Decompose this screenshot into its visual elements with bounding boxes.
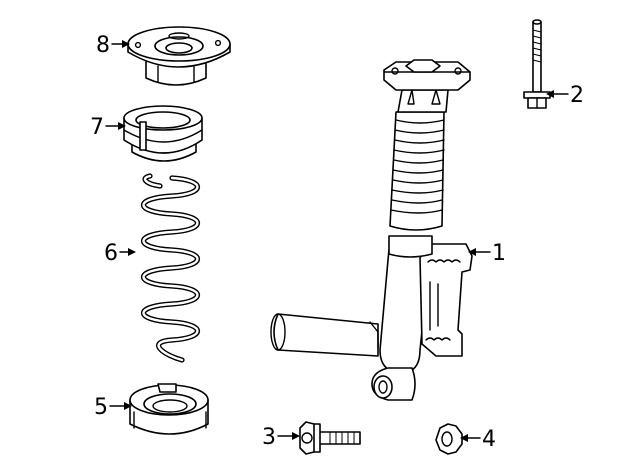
- upper-bolt-part: [523, 19, 551, 109]
- callout-4: 4: [460, 427, 496, 452]
- callout-number: 7: [90, 115, 104, 140]
- callout-6: 6: [104, 241, 136, 266]
- callout-8: 8: [96, 33, 130, 58]
- lower-spring-seat-part: [129, 383, 209, 435]
- callout-number: 4: [482, 427, 496, 452]
- upper-mount-part: [127, 26, 231, 86]
- callout-number: 8: [96, 33, 110, 58]
- lower-bolt-part: [299, 421, 361, 455]
- callout-3: 3: [262, 425, 300, 450]
- callout-1: 1: [468, 241, 506, 266]
- shock-absorber-part: [270, 59, 473, 401]
- nut-part: [435, 423, 463, 455]
- callout-2: 2: [546, 83, 584, 108]
- callout-number: 2: [570, 83, 584, 108]
- callout-number: 6: [104, 241, 118, 266]
- upper-spring-seat-part: [123, 105, 203, 162]
- callout-number: 3: [262, 425, 276, 450]
- callout-7: 7: [90, 115, 126, 140]
- callout-number: 1: [492, 241, 506, 266]
- coil-spring-part: [140, 173, 201, 363]
- callout-5: 5: [94, 395, 132, 420]
- callout-number: 5: [94, 395, 108, 420]
